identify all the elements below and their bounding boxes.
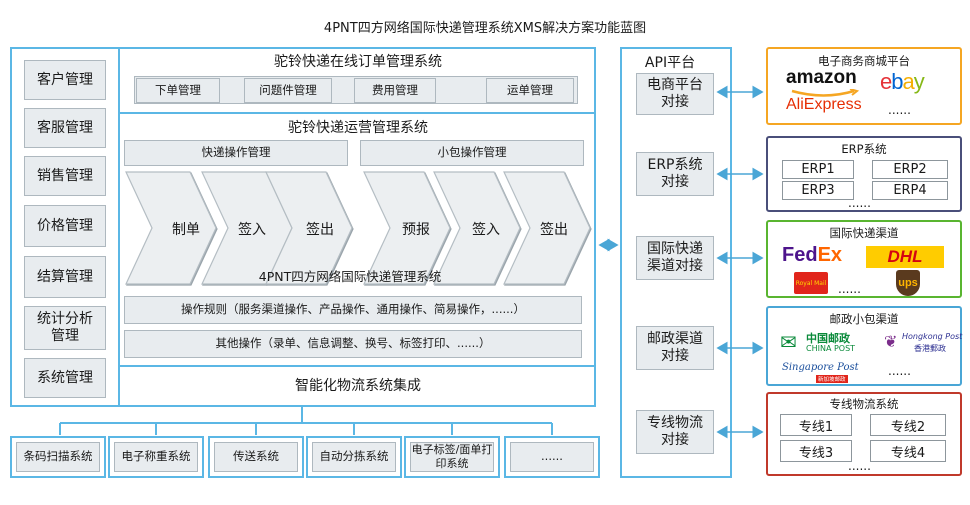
module-sales[interactable]: 销售管理 [24,156,106,196]
express-channel-box: 国际快递渠道 FedEx DHL Royal Mail ...... ups [766,220,962,298]
order-item-problem[interactable]: 问题件管理 [244,78,332,103]
singapore-post-logo: Singapore Post [782,362,859,373]
fedex-logo: FedEx [782,244,843,266]
online-order-title: 驼铃快递在线订单管理系统 [274,54,442,70]
flow-arrow-check-out [265,171,353,285]
flow-step-parcel-check-in: 签入 [472,222,500,238]
singapore-post-badge: 新加坡邮政 [816,375,848,383]
flow-step-parcel-check-out: 签出 [540,222,568,238]
order-item-place[interactable]: 下单管理 [136,78,220,103]
hongkong-post-logo-en: Hongkong Post [902,332,963,341]
dedicated-cell-3[interactable]: 专线3 [780,440,852,462]
postal-channel-box: 邮政小包渠道 ✉ 中国邮政 CHINA POST ❦ Hongkong Post… [766,306,962,386]
main-system-frame [10,47,596,407]
ecommerce-title: 电子商务商城平台 [818,54,910,68]
flow-step-make-order: 制单 [172,222,200,238]
operations-title: 驼铃快递运营管理系统 [288,120,428,136]
bottom-system-label: 传送系统 [214,442,298,472]
flow-step-check-in: 签入 [238,222,266,238]
erp-system-box: ERP系统 ERP1 ERP2 ERP3 ERP4 ...... [766,136,962,212]
api-erp[interactable]: ERP系统对接 [636,152,714,196]
online-order-divider [120,112,596,114]
bottom-system-conveyor[interactable]: 传送系统 [208,436,304,478]
bottom-system-more[interactable]: ...... [504,436,600,478]
erp-cell-4[interactable]: ERP4 [872,181,948,200]
erp-cell-2[interactable]: ERP2 [872,160,948,179]
bottom-system-label-printing[interactable]: 电子标签/面单打印系统 [404,436,500,478]
ups-logo-text: ups [898,277,918,289]
order-item-waybill[interactable]: 运单管理 [486,78,574,103]
process-flow [125,171,591,285]
order-item-fee[interactable]: 费用管理 [354,78,436,103]
other-operations-bar[interactable]: 其他操作（录单、信息调整、换号、标签打印、......） [124,330,582,358]
dedicated-cell-2[interactable]: 专线2 [870,414,946,436]
royal-mail-logo-text: Royal Mail [795,279,827,287]
flow-step-pre-alert: 预报 [402,222,430,238]
system-overlay-label: 4PNT四方网络国际快递管理系统 [258,268,442,284]
bottom-connector [59,407,553,435]
api-ecommerce[interactable]: 电商平台对接 [636,73,714,115]
module-settlement[interactable]: 结算管理 [24,256,106,298]
china-post-logo-en: CHINA POST [806,344,856,353]
left-column-divider [118,47,120,407]
dhl-logo-text: DHL [887,247,923,266]
integration-title: 智能化物流系统集成 [295,378,421,394]
flow-arrow-parcel-check-out [503,171,591,285]
bottom-system-barcode[interactable]: 条码扫描系统 [10,436,106,478]
dedicated-title: 专线物流系统 [829,397,899,411]
amazon-logo: amazon [786,67,857,88]
aliexpress-logo: AliExpress [786,96,862,113]
postal-more: ...... [888,364,911,378]
dedicated-line-box: 专线物流系统 专线1 专线2 专线3 专线4 ...... [766,392,962,476]
amazon-smile-icon [791,89,860,97]
hongkong-post-icon: ❦ [884,332,898,351]
api-express-channel[interactable]: 国际快递渠道对接 [636,236,714,280]
express-ops-header[interactable]: 快递操作管理 [124,140,348,166]
ecommerce-platform-box: 电子商务商城平台 amazon ebay AliExpress ...... [766,47,962,125]
royal-mail-logo: Royal Mail [794,272,828,294]
flow-arrow-pre-alert [363,171,451,285]
bottom-system-sorting[interactable]: 自动分拣系统 [306,436,402,478]
dedicated-cell-1[interactable]: 专线1 [780,414,852,436]
api-platform-title: API平台 [644,55,696,71]
china-post-logo-cn: 中国邮政 [806,332,850,345]
express-more: ...... [838,282,861,296]
module-customer[interactable]: 客户管理 [24,60,106,100]
dedicated-more: ...... [848,459,871,473]
erp-title: ERP系统 [841,142,887,156]
hongkong-post-logo-cn: 香港郵政 [914,344,946,353]
dhl-logo: DHL [866,246,944,268]
ups-logo: ups [896,270,920,296]
module-pricing[interactable]: 价格管理 [24,205,106,247]
bottom-system-label: ...... [510,442,594,472]
china-post-icon: ✉ [780,330,797,354]
bottom-system-label: 自动分拣系统 [312,442,396,472]
bottom-system-label: 电子称重系统 [114,442,198,472]
module-service[interactable]: 客服管理 [24,108,106,148]
erp-cell-3[interactable]: ERP3 [782,181,854,200]
operation-rules-bar[interactable]: 操作规则（服务渠道操作、产品操作、通用操作、简易操作，......） [124,296,582,324]
erp-cell-1[interactable]: ERP1 [782,160,854,179]
bottom-system-label: 电子标签/面单打印系统 [410,442,494,472]
dedicated-cell-4[interactable]: 专线4 [870,440,946,462]
bottom-system-weighing[interactable]: 电子称重系统 [108,436,204,478]
ebay-logo: ebay [880,69,925,94]
integration-divider [120,365,596,367]
postal-title: 邮政小包渠道 [829,312,899,326]
api-postal-channel[interactable]: 邮政渠道对接 [636,326,714,370]
flow-arrow-make-order [125,171,217,285]
module-statistics[interactable]: 统计分析管理 [24,306,106,350]
ecommerce-more: ...... [888,103,911,117]
flow-step-check-out: 签出 [306,222,334,238]
bottom-system-label: 条码扫描系统 [16,442,100,472]
express-title: 国际快递渠道 [829,226,899,240]
page-title: 4PNT四方网络国际快递管理系统XMS解决方案功能蓝图 [323,21,647,36]
erp-more: ...... [848,196,871,210]
module-system[interactable]: 系统管理 [24,358,106,398]
api-dedicated-line[interactable]: 专线物流对接 [636,410,714,454]
flow-arrow-parcel-check-in [433,171,521,285]
parcel-ops-header[interactable]: 小包操作管理 [360,140,584,166]
